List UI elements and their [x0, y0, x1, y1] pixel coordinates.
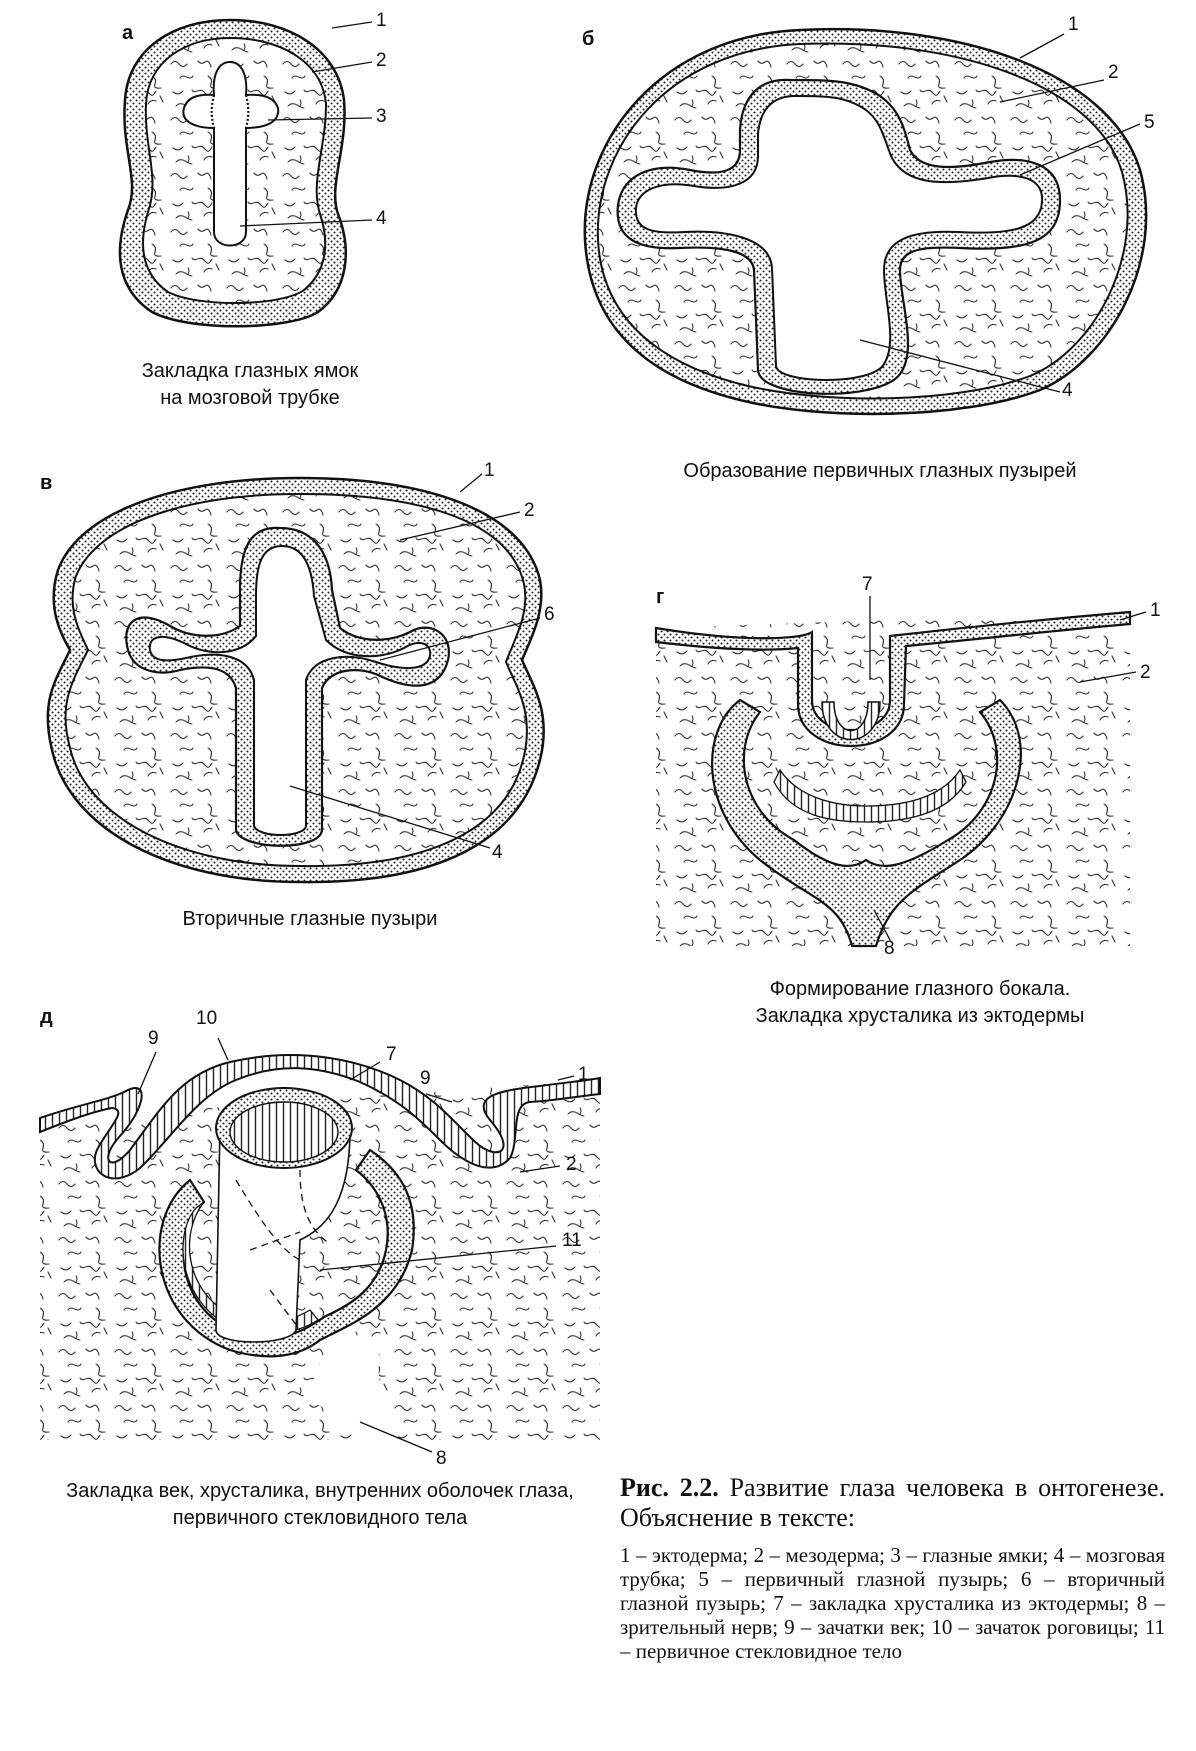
- panel-v-neural-tube-lumen: [148, 544, 432, 836]
- panel-v-label-6: 6: [544, 604, 555, 625]
- panel-v-label-1: 1: [484, 460, 495, 481]
- panel-b-label-5: 5: [1144, 112, 1155, 133]
- panel-g-optic-cup: [711, 698, 1022, 948]
- panel-a-label-2: 2: [376, 50, 387, 71]
- panel-d-label-1: 1: [578, 1064, 589, 1085]
- legend-items: 1 – эктодерма; 2 – мезодерма; 3 – глазны…: [620, 1543, 1165, 1663]
- panel-b-drawing: [583, 28, 1148, 416]
- panel-d-lens-cylinder: [215, 1125, 351, 1343]
- legend-heading: Рис. 2.2. Развитие глаза человека в онто…: [620, 1473, 1165, 1533]
- panel-g-ectoderm: [654, 610, 1132, 747]
- panel-g-retina-hatch: [773, 768, 967, 823]
- panel-b-neural-tube-lumen: [634, 94, 1044, 381]
- panel-g-label-7: 7: [862, 574, 873, 595]
- panel-d-nerve-channel: [300, 1330, 400, 1440]
- panel-d-label-11: 11: [562, 1230, 582, 1251]
- panel-d-label-9-left: 9: [148, 1028, 159, 1049]
- panel-d-drawing: [39, 1037, 601, 1453]
- panel-v-caption: Вторичные глазные пузыри: [182, 908, 438, 930]
- panel-v-drawing: [46, 473, 545, 884]
- panel-d-label-10: 10: [196, 1008, 218, 1029]
- panel-g-drawing: [654, 596, 1147, 948]
- panel-a-label-1: 1: [376, 10, 387, 31]
- panel-b-label-1: 1: [1068, 14, 1079, 35]
- panel-d-label-9-right: 9: [420, 1068, 431, 1089]
- panel-a-caption: Закладка глазных ямок на мозговой трубке: [141, 360, 359, 409]
- panel-v-label-4: 4: [492, 842, 503, 863]
- panel-a-neural-tube: [182, 60, 280, 247]
- panel-d-label-7: 7: [386, 1044, 397, 1065]
- figure-number: Рис. 2.2.: [620, 1473, 719, 1502]
- panel-b-label-4: 4: [1062, 380, 1073, 401]
- panel-v-letter: в: [40, 472, 53, 494]
- panel-g-label-1: 1: [1150, 600, 1161, 621]
- panel-d-label-8: 8: [436, 1448, 447, 1469]
- panel-a-label-3: 3: [376, 106, 387, 127]
- panel-d-label-2: 2: [566, 1154, 577, 1175]
- panel-g-label-2: 2: [1140, 662, 1151, 683]
- panel-d-mesoderm: [40, 1080, 600, 1440]
- panel-a-label-4: 4: [376, 208, 387, 229]
- panel-d-letter: д: [40, 1006, 53, 1028]
- panel-a-letter: а: [122, 22, 134, 44]
- panel-b-caption: Образование первичных глазных пузырей: [683, 460, 1077, 482]
- panel-v-label-2: 2: [524, 500, 535, 521]
- panel-a-drawing: [118, 18, 373, 328]
- figure-title: Развитие глаза человека в онтогенезе. Об…: [620, 1473, 1165, 1532]
- panel-d-caption: Закладка век, хрусталика, внутренних обо…: [66, 1480, 574, 1529]
- panel-g-letter: г: [656, 586, 665, 608]
- panel-g-lens-placode: [821, 701, 881, 741]
- panel-g-label-8: 8: [884, 938, 895, 959]
- panel-g-caption: Формирование глазного бокала. Закладка х…: [755, 978, 1085, 1027]
- panel-d-ectoderm-eyelids: [39, 1054, 601, 1180]
- panel-b-letter: б: [582, 28, 595, 50]
- figure-legend: Рис. 2.2. Развитие глаза человека в онто…: [620, 1473, 1165, 1663]
- panel-b-label-2: 2: [1108, 62, 1119, 83]
- panel-d-retina-hatch: [182, 1201, 319, 1335]
